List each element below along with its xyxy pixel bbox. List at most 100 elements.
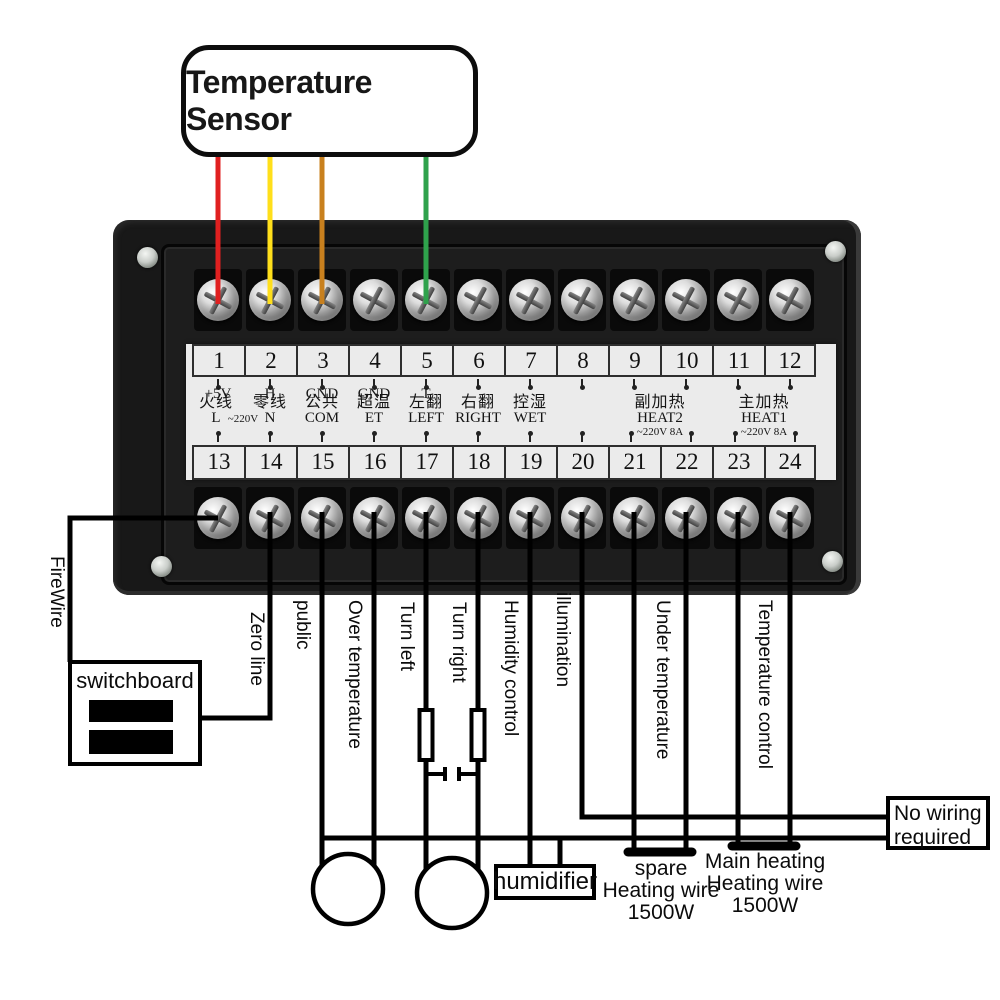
screw-icon [613,279,655,321]
terminal-screw [660,486,712,550]
tick-mark [423,379,429,390]
tick-mark [628,431,634,442]
voltage-label: ~220V [227,413,259,425]
label-over-temperature: Over temperature [344,600,365,749]
temperature-sensor-box: Temperature Sensor [181,45,478,157]
tick-mark [792,431,798,442]
screw-icon [301,497,343,539]
pin-label-heat2: 副加热 HEAT2 ~220V 8A [634,394,686,438]
screw-icon [665,279,707,321]
switchboard-label: switchboard [76,668,194,693]
tick-row-top [192,379,816,390]
terminal-screw [296,486,348,550]
screw-icon [457,497,499,539]
tick-mark [319,431,325,442]
screw-icon [197,497,239,539]
terminal-screw [452,268,504,332]
pin-function: GND [357,386,391,402]
label-public: public [292,600,313,650]
terminal-screw [452,486,504,550]
tick-mark [371,379,377,390]
label-humidity-control: Humidity control [500,600,521,737]
screw-icon [353,279,395,321]
no-wiring-line2: required [894,826,972,849]
tick-mark [319,379,325,390]
pin-label-right: 右翻 RIGHT [455,394,501,426]
pin-label-fire-wire: 火线 L [198,394,234,426]
pin-label-heat1: 主加热 HEAT1 ~220V 8A [738,394,790,438]
tick-mark [267,431,273,442]
label-under-temperature: Under temperature [652,600,673,760]
switchboard-box: switchboard [68,660,202,766]
pin-label-left: 左翻 LEFT [408,394,444,426]
terminal-screw [712,486,764,550]
terminal-number: 19 [504,445,556,480]
terminal-screw [244,268,296,332]
label-turn-right: Turn right [448,602,469,683]
label-zero-line: Zero line [246,612,267,686]
humidifier-label: humidifier [492,868,598,895]
motor-right-symbol [414,855,490,931]
terminal-number: 11 [712,344,764,377]
terminal-screw [348,486,400,550]
screw-icon [353,497,395,539]
terminal-number: 3 [296,344,348,377]
terminal-screw [192,268,244,332]
tick-mark [527,431,533,442]
terminal-number: 18 [452,445,504,480]
tick-mark [475,379,481,390]
screw-icon [405,279,447,321]
terminal-screw [400,268,452,332]
main-heater-label: Main heating Heating wire 1500W [704,850,826,917]
pin-label-zero-line: 零线 N [252,394,288,426]
tick-mark [735,379,741,390]
screw-icon [249,279,291,321]
tick-mark [371,431,377,442]
tick-mark [475,431,481,442]
tick-mark [787,379,793,390]
screw-icon [405,497,447,539]
terminal-number: 1 [192,344,244,377]
tick-mark [631,379,637,390]
screw-icon [509,497,551,539]
tick-mark [732,431,738,442]
switchboard-slot [89,700,173,722]
terminal-screw [504,268,556,332]
spare-heater-label: spare Heating wire 1500W [602,857,720,924]
tick-mark [688,431,694,442]
terminal-number: 20 [556,445,608,480]
terminal-screw [712,268,764,332]
pin-function: +5V [204,386,232,402]
terminal-screw [504,486,556,550]
screw-icon [249,497,291,539]
screw-icon [509,279,551,321]
label-illumination: illumination [552,592,573,688]
terminal-screw [556,486,608,550]
screw-icon [769,497,811,539]
tick-mark [579,431,585,442]
terminal-screw [764,486,816,550]
corner-screw-icon [151,556,172,577]
screw-icon [717,497,759,539]
limit-switch-left [417,708,435,762]
screw-icon [561,279,603,321]
terminal-number: 9 [608,344,660,377]
terminal-number: 5 [400,344,452,377]
terminal-screw-row-top [192,268,816,332]
terminal-screw [296,268,348,332]
terminal-screw [192,486,244,550]
tick-mark [267,379,273,390]
no-wiring-line1: No wiring [894,802,982,825]
terminal-screw [660,268,712,332]
terminal-number: 8 [556,344,608,377]
temperature-sensor-label: Temperature Sensor [186,64,372,137]
terminal-number: 16 [348,445,400,480]
tick-row-bottom [192,431,608,442]
screw-icon [717,279,759,321]
screw-icon [301,279,343,321]
terminal-screw [608,486,660,550]
